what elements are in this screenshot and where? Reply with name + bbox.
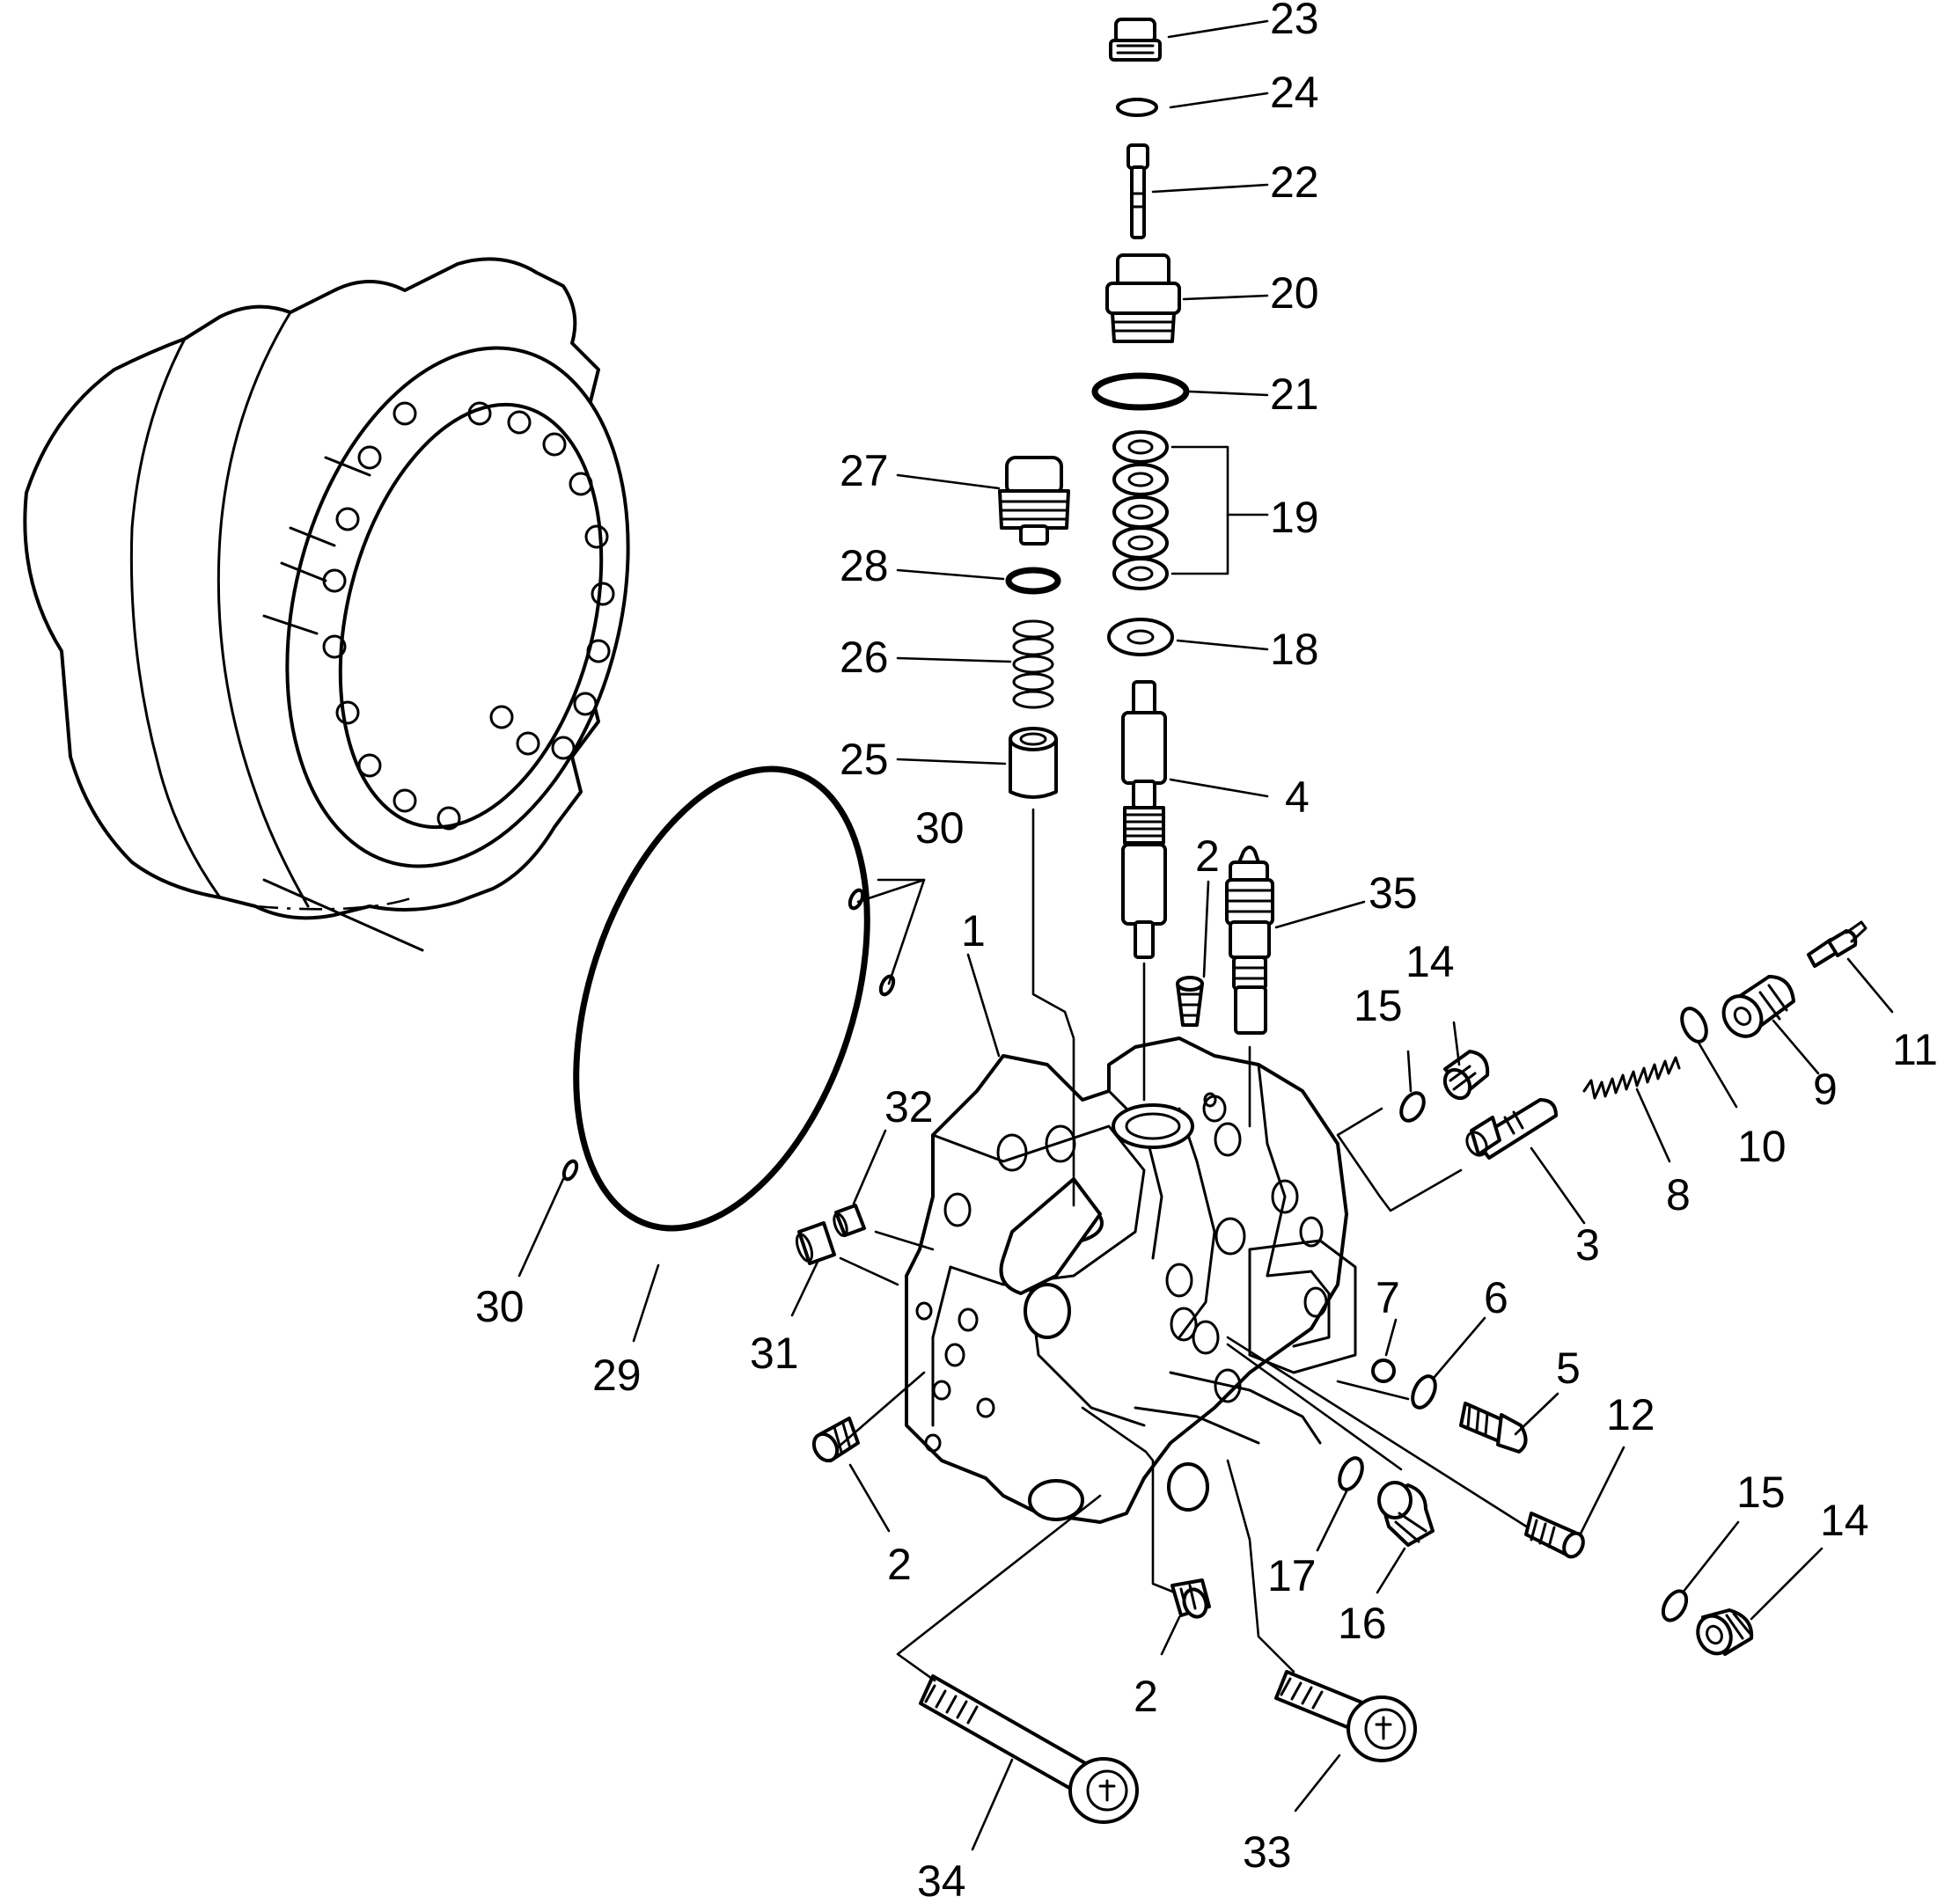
callout-3: 3 — [1575, 1220, 1600, 1270]
callout-8: 8 — [1666, 1170, 1691, 1219]
poppet-3 — [1465, 1098, 1558, 1160]
bolt-33 — [1274, 1670, 1417, 1762]
callout-22: 22 — [1270, 157, 1319, 207]
plug-23 — [1109, 18, 1162, 62]
callout-24: 24 — [1270, 68, 1319, 117]
callout-labels: 23 24 22 20 21 19 18 4 35 27 28 26 25 30… — [475, 0, 1938, 1904]
callout-12: 12 — [1606, 1390, 1655, 1439]
relief-valve-35 — [1225, 846, 1274, 1035]
callout-26: 26 — [840, 633, 889, 682]
o-ring-30-lower — [561, 1159, 579, 1182]
bolt-34 — [919, 1674, 1139, 1824]
assembly-lines — [836, 1107, 1530, 1682]
plug-2-bottom — [1170, 1578, 1211, 1619]
plug-16 — [1377, 1481, 1435, 1547]
callout-5: 5 — [1556, 1344, 1581, 1393]
sleeve-25 — [1009, 727, 1058, 799]
callout-23: 23 — [1270, 0, 1319, 43]
plug-27 — [998, 456, 1070, 546]
callout-9: 9 — [1813, 1065, 1838, 1114]
o-ring-17 — [1338, 1456, 1364, 1491]
callout-31: 31 — [750, 1329, 799, 1378]
o-ring-24 — [1116, 98, 1158, 117]
o-ring-15-upper — [1399, 1091, 1426, 1123]
callout-10: 10 — [1737, 1122, 1787, 1171]
ball-7 — [1371, 1358, 1396, 1383]
callout-2-bottom: 2 — [1134, 1672, 1158, 1721]
callout-19: 19 — [1270, 493, 1319, 542]
pin-32 — [833, 1204, 866, 1237]
o-ring-30-upper-b — [878, 974, 896, 997]
callout-14-upper: 14 — [1405, 937, 1455, 986]
plug-2-top — [1176, 976, 1204, 1027]
plug-9 — [1721, 975, 1795, 1038]
callout-30-lower: 30 — [475, 1282, 525, 1331]
washers-19 — [1112, 430, 1169, 590]
washer-18 — [1107, 618, 1174, 656]
callout-35: 35 — [1369, 868, 1418, 918]
callout-32: 32 — [884, 1082, 934, 1131]
callout-11: 11 — [1892, 1025, 1938, 1074]
sleeve-25-centerline — [1031, 808, 1075, 1207]
fitting-11 — [1807, 920, 1868, 968]
plug-14-upper — [1442, 1050, 1490, 1101]
callout-14-lower: 14 — [1820, 1496, 1869, 1545]
leader-lines — [517, 19, 1894, 1851]
callout-15-upper: 15 — [1354, 981, 1403, 1030]
callout-1: 1 — [961, 906, 986, 956]
o-ring-10 — [1680, 1007, 1708, 1044]
o-ring-28 — [1005, 567, 1061, 595]
callout-6: 6 — [1484, 1273, 1508, 1322]
callout-25: 25 — [840, 735, 889, 784]
callout-15-lower: 15 — [1736, 1468, 1786, 1517]
callout-2-left: 2 — [887, 1540, 912, 1589]
spring-26 — [1012, 619, 1054, 709]
plug-12 — [1524, 1512, 1585, 1559]
callout-27: 27 — [840, 446, 889, 495]
spool-22 — [1126, 143, 1149, 239]
callout-20: 20 — [1270, 268, 1319, 318]
callout-2-top: 2 — [1195, 831, 1220, 881]
callout-21: 21 — [1270, 370, 1319, 419]
pin-31 — [795, 1221, 836, 1265]
callout-17: 17 — [1267, 1551, 1317, 1600]
spring-8 — [1582, 1056, 1681, 1100]
plug-14-lower — [1696, 1608, 1754, 1656]
o-ring-29 — [573, 765, 870, 1232]
callout-30-upper: 30 — [915, 803, 965, 853]
motor-housing — [23, 257, 630, 952]
plug-2-left — [811, 1417, 860, 1463]
plug-5 — [1459, 1402, 1528, 1454]
callout-18: 18 — [1270, 625, 1319, 674]
callout-16: 16 — [1338, 1599, 1387, 1648]
o-ring-21 — [1091, 372, 1190, 411]
callout-7: 7 — [1376, 1273, 1400, 1322]
housing-centerline — [254, 896, 415, 911]
callout-29: 29 — [592, 1351, 642, 1400]
valve-body — [905, 1036, 1357, 1524]
callout-33: 33 — [1243, 1827, 1292, 1877]
callout-4: 4 — [1285, 773, 1310, 822]
o-ring-6 — [1411, 1374, 1437, 1410]
o-ring-15-lower — [1661, 1589, 1689, 1622]
callout-34: 34 — [917, 1856, 966, 1904]
spool-4 — [1121, 680, 1167, 959]
callout-28: 28 — [840, 541, 889, 590]
plug-20 — [1105, 253, 1181, 343]
